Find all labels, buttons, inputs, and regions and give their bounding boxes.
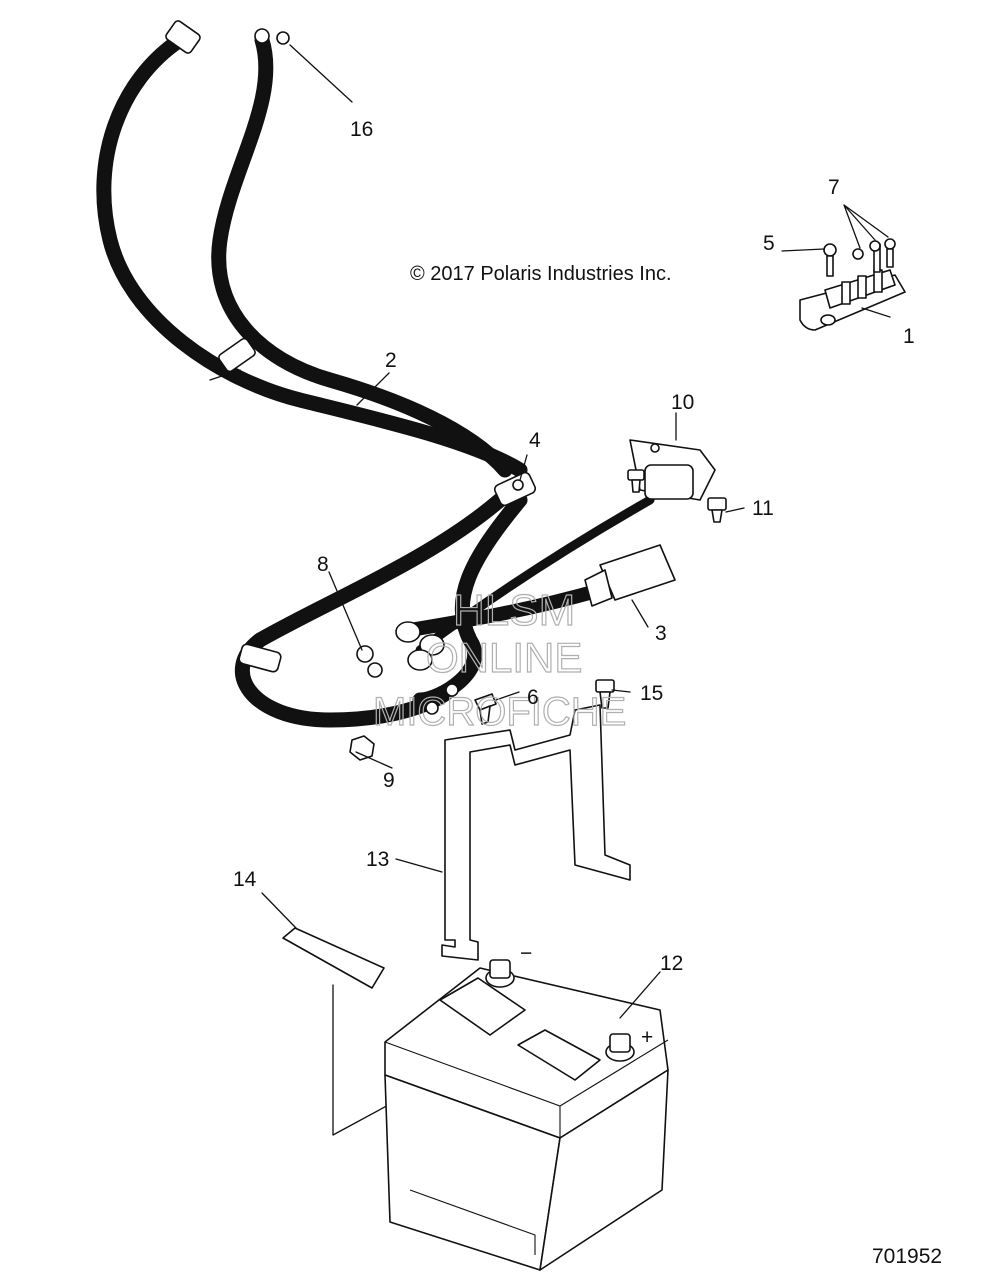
negative-terminal-mark: − <box>520 942 532 965</box>
callout-7[interactable]: 7 <box>828 176 840 199</box>
callout-11[interactable]: 11 <box>752 497 774 520</box>
callout-13[interactable]: 13 <box>366 848 389 871</box>
cable-clamp-lower <box>238 643 282 673</box>
bolt-part-15 <box>595 679 615 709</box>
terminal-lugs <box>395 621 445 671</box>
watermark-line-1: HLSM <box>453 586 575 635</box>
callout-12[interactable]: 12 <box>660 952 683 975</box>
nut-part-16 <box>276 31 290 45</box>
callout-15[interactable]: 15 <box>640 682 663 705</box>
nut-part-7 <box>852 238 896 268</box>
document-number: 701952 <box>872 1245 942 1268</box>
bolt-part-6 <box>474 693 497 725</box>
hold-down-bracket-part-13 <box>441 704 631 961</box>
callout-2[interactable]: 2 <box>385 349 397 372</box>
leader-lines <box>261 44 891 1019</box>
callout-5[interactable]: 5 <box>763 232 775 255</box>
screw-part-5 <box>823 243 837 277</box>
nut-part-9 <box>349 735 375 761</box>
battery-part-12 <box>384 959 669 1271</box>
bolt-upper-left <box>627 469 645 493</box>
positive-terminal-mark: + <box>641 1026 653 1049</box>
relay-bracket-part-10 <box>629 439 716 501</box>
callout-4[interactable]: 4 <box>529 429 541 452</box>
callout-10[interactable]: 10 <box>671 391 694 414</box>
callout-9[interactable]: 9 <box>383 769 395 792</box>
copyright-notice: © 2017 Polaris Industries Inc. <box>410 263 672 285</box>
label-part-14 <box>282 927 385 989</box>
callout-6[interactable]: 6 <box>527 686 539 709</box>
terminal-fitting <box>425 683 459 715</box>
cable-clamp-part-4 <box>493 471 537 507</box>
watermark-line-2: ONLINE <box>426 634 582 681</box>
terminal-block-part-1 <box>799 243 906 331</box>
nut-part-8 <box>356 645 383 678</box>
bolt-part-11 <box>707 497 727 523</box>
watermark-line-3: MICROFICHE <box>373 690 626 734</box>
callout-14[interactable]: 14 <box>233 868 257 891</box>
callout-16[interactable]: 16 <box>350 118 373 141</box>
callout-3[interactable]: 3 <box>655 622 667 645</box>
callout-8[interactable]: 8 <box>317 553 329 576</box>
callout-1[interactable]: 1 <box>903 325 915 348</box>
battery-cable-harness <box>96 20 655 728</box>
connector-part-3 <box>584 544 676 607</box>
